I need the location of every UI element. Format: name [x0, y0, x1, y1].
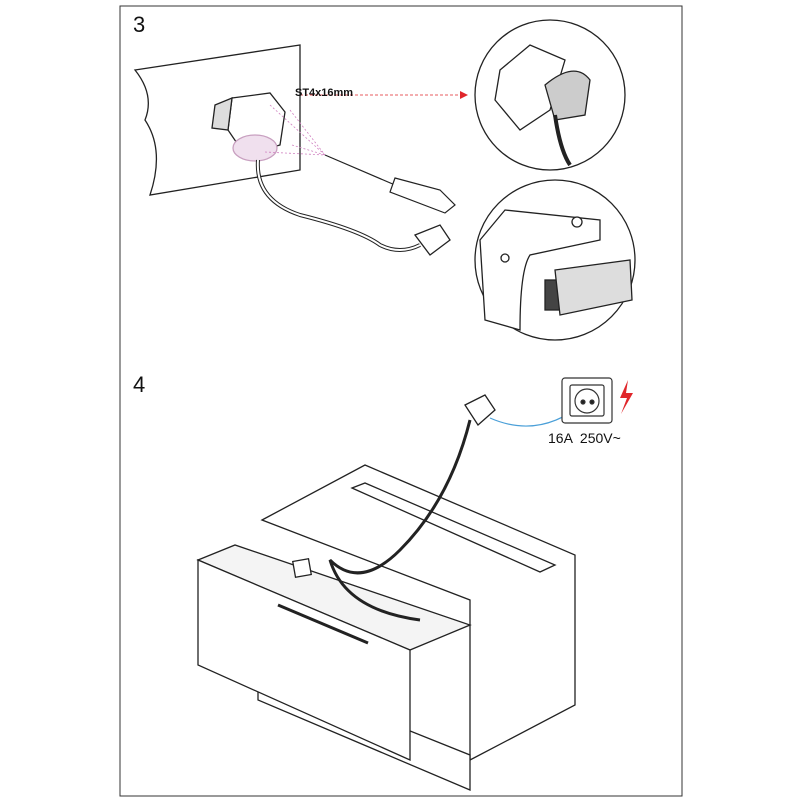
- lightning-icon: [620, 380, 633, 414]
- socket-rating-label: 16A 250V~: [548, 430, 621, 446]
- step-3-number: 3: [133, 12, 146, 37]
- step-4-number: 4: [133, 372, 146, 397]
- detail-circle-top: [474, 19, 626, 171]
- plug: [413, 224, 451, 256]
- wall-socket: [561, 377, 613, 424]
- arrow-red: [460, 91, 468, 99]
- cabinet: [196, 464, 576, 791]
- junction-box: [211, 92, 286, 162]
- screw-size-label: ST4x16mm: [295, 87, 354, 99]
- screwdriver: [324, 154, 456, 214]
- plug-step4: [464, 394, 496, 426]
- pink-guide-lines: [264, 94, 460, 156]
- cabinet-cable: [328, 419, 472, 622]
- page-frame: [119, 5, 683, 797]
- detail-circle-bottom: [474, 179, 636, 341]
